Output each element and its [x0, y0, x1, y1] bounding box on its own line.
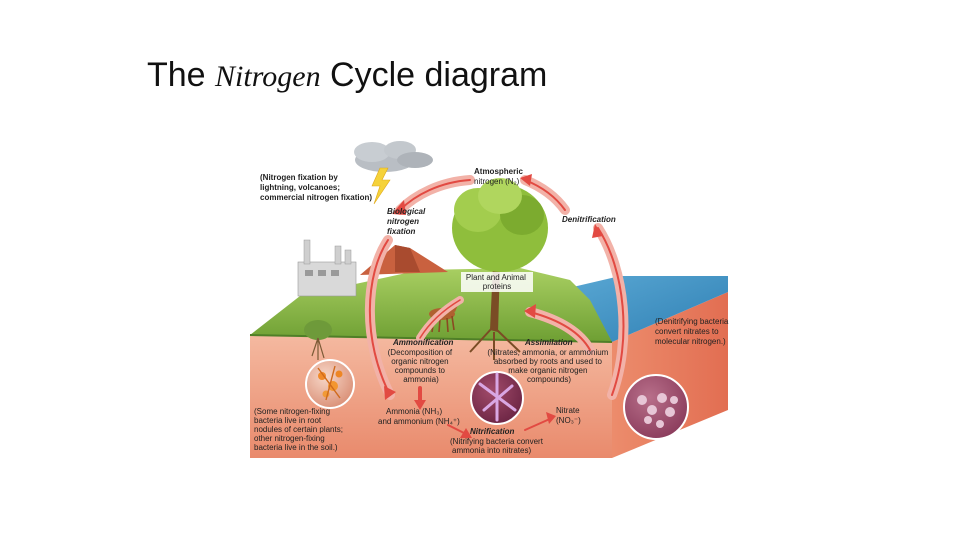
scene-background [249, 141, 728, 458]
factory [297, 239, 357, 297]
label-ammonia: Ammonia (NH₃) [386, 407, 442, 416]
title-part-1: The [147, 56, 216, 94]
proteins-label-box [461, 272, 533, 292]
label-nitrate-formula: (NO₃⁻) [556, 416, 581, 425]
label-plant-animal-proteins: Plant and Animal proteins [466, 273, 528, 291]
label-ammonium: and ammonium (NH₄⁺) [378, 417, 460, 426]
volcano-shade [395, 245, 420, 272]
title-part-2: Nitrogen [215, 60, 321, 93]
diagram-labels: (Nitrogen fixation by lightning, volcano… [254, 167, 731, 455]
arrow-nitrification-to-nitrate [524, 417, 553, 431]
label-assimilation-desc: (Nitrates, ammonia, or ammonium absorbed… [487, 348, 610, 384]
label-nitrogen-fixing-bacteria: (Some nitrogen-fixing bacteria live in r… [254, 407, 345, 452]
label-denitrifying-bacteria: (Denitrifying bacteria convert nitrates … [655, 317, 731, 346]
storm-cloud [354, 141, 433, 172]
title-part-3: Cycle diagram [320, 56, 548, 94]
slide-title: The Nitrogen Cycle diagram [147, 56, 547, 95]
label-nitrification: Nitrification [470, 427, 515, 436]
label-atmospheric: Atmospheric [474, 167, 523, 176]
denitrifying-bacteria-inset [623, 374, 689, 440]
label-ammonification-desc: (Decomposition of organic nitrogen compo… [388, 348, 455, 384]
label-atmospheric-sub: nitrogen (N₂) [474, 177, 520, 186]
label-nitrification-desc: (Nitrifying bacteria convert ammonia int… [450, 437, 545, 455]
plant-with-roots [304, 320, 332, 360]
cycle-arrows [364, 174, 629, 438]
label-ammonification: Ammonification [392, 338, 454, 347]
lightning-bolt-icon [371, 167, 391, 205]
label-lightning-fixation: (Nitrogen fixation by lightning, volcano… [260, 173, 372, 202]
label-denitrification: Denitrification [562, 215, 616, 224]
nitrifying-bacteria-inset [470, 371, 524, 425]
label-nitrate: Nitrate [556, 406, 580, 415]
label-biological-fixation: Biological nitrogen fixation [387, 207, 427, 236]
label-assimilation: Assimilation [524, 338, 573, 347]
root-nodules-inset [305, 359, 355, 409]
